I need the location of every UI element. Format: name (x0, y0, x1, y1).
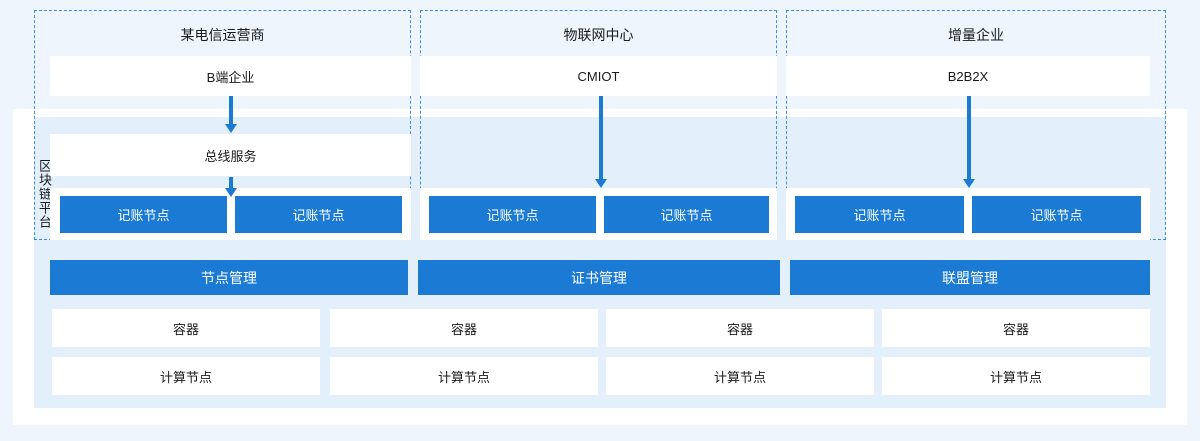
org-title-iot-center: 物联网中心 (563, 27, 634, 43)
entity-box-b2b2x: B2B2X (786, 56, 1150, 96)
platform-vertical-label: 区块链平台 (37, 159, 52, 229)
ledger-node-box: 记账节点 (235, 196, 402, 233)
management-bar-alliance: 联盟管理 (790, 260, 1150, 295)
container-box: 容器 (52, 309, 320, 347)
compute-node-box: 计算节点 (882, 357, 1150, 395)
ledger-node-box: 记账节点 (795, 196, 964, 233)
ledger-node-box: 记账节点 (972, 196, 1141, 233)
container-box: 容器 (330, 309, 598, 347)
container-box: 容器 (606, 309, 874, 347)
bus-service-box: 总线服务 (50, 134, 411, 176)
ledger-node-box: 记账节点 (604, 196, 769, 233)
compute-node-box: 计算节点 (52, 357, 320, 395)
container-box: 容器 (882, 309, 1150, 347)
entity-box-cmiot: CMIOT (420, 56, 777, 96)
management-bar-node: 节点管理 (50, 260, 408, 295)
compute-node-box: 计算节点 (330, 357, 598, 395)
ledger-node-box: 记账节点 (60, 196, 227, 233)
entity-box-b-end-enterprise: B端企业 (50, 56, 411, 96)
compute-node-box: 计算节点 (606, 357, 874, 395)
management-bar-certificate: 证书管理 (418, 260, 780, 295)
org-title-incremental-enterprise: 增量企业 (948, 27, 1004, 43)
ledger-node-box: 记账节点 (429, 196, 596, 233)
org-title-telecom: 某电信运营商 (180, 27, 265, 43)
